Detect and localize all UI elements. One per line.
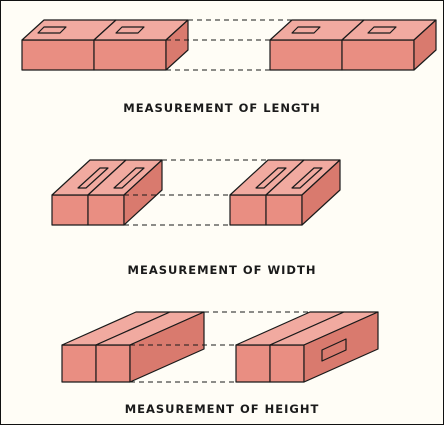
height-brick-right-2 bbox=[269, 311, 379, 383]
height-brick-left-2 bbox=[95, 311, 205, 383]
length-brick-left-2 bbox=[93, 19, 189, 71]
length-brick-row bbox=[21, 19, 437, 71]
width-brick-row bbox=[51, 159, 341, 226]
caption-measurement-of-length: MEASUREMENT OF LENGTH bbox=[123, 101, 321, 115]
caption-measurement-of-height: MEASUREMENT OF HEIGHT bbox=[124, 402, 320, 416]
length-brick-left-1 bbox=[21, 19, 117, 71]
height-brick-right-1 bbox=[235, 311, 345, 383]
width-brick-left-2 bbox=[87, 159, 163, 226]
length-brick-right-1 bbox=[269, 19, 365, 71]
height-brick-row bbox=[61, 311, 379, 383]
width-brick-right-2 bbox=[265, 159, 341, 226]
caption-measurement-of-width: MEASUREMENT OF WIDTH bbox=[127, 263, 317, 277]
length-brick-right-2 bbox=[341, 19, 437, 71]
